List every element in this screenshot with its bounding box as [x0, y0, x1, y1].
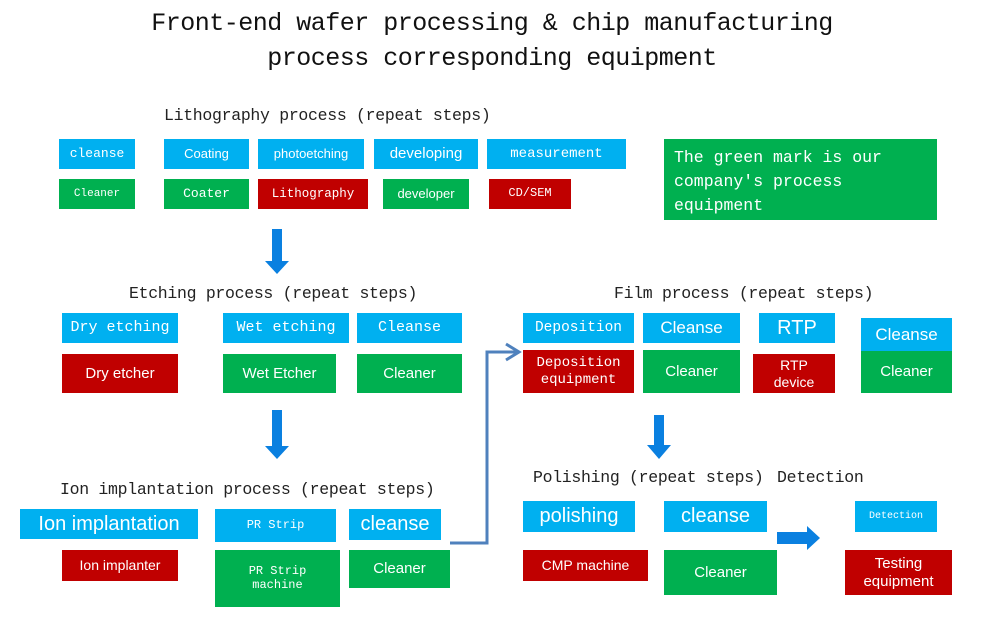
down-arrow-film-to-polishing [647, 415, 671, 459]
detection-equipment-testing-equipment: Testing equipment [845, 550, 952, 595]
film-step-rtp: RTP [759, 313, 835, 343]
detection-step-detection: Detection [855, 501, 937, 532]
lithography-equipment-developer: developer [383, 179, 469, 209]
lithography-equipment-coater: Coater [164, 179, 249, 209]
film-equipment-deposition-equipment: Deposition equipment [523, 350, 634, 393]
film-step-cleanse: Cleanse [643, 313, 740, 343]
etching-equipment-cleaner: Cleaner [357, 354, 462, 393]
film-equipment-rtp-device: RTP device [753, 354, 835, 393]
ion-equipment-ion-implanter: Ion implanter [62, 550, 178, 581]
etching-step-wet-etching: Wet etching [223, 313, 349, 343]
ion-step-ion-implantation: Ion implantation [20, 509, 198, 539]
etching-step-dry-etching: Dry etching [62, 313, 178, 343]
ion-implantation-heading: Ion implantation process (repeat steps) [60, 480, 435, 499]
down-arrow-etching-to-ion [265, 410, 289, 459]
etching-equipment-wet-etcher: Wet Etcher [223, 354, 336, 393]
film-heading: Film process (repeat steps) [614, 284, 874, 303]
etching-heading: Etching process (repeat steps) [129, 284, 418, 303]
film-equipment-cleaner-2: Cleaner [861, 351, 952, 393]
lithography-step-coating: Coating [164, 139, 249, 169]
polishing-equipment-cmp-machine: CMP machine [523, 550, 648, 581]
lithography-equipment-cleaner: Cleaner [59, 179, 135, 209]
ion-equipment-pr-strip-machine: PR Strip machine [215, 550, 340, 607]
film-step-cleanse-2: Cleanse [861, 318, 952, 351]
lithography-equipment-lithography: Lithography [258, 179, 368, 209]
detection-heading: Detection [777, 468, 864, 487]
down-arrow-lithography-to-etching [265, 229, 289, 274]
lithography-heading: Lithography process (repeat steps) [164, 106, 491, 125]
diagram-title-line-1: Front-end wafer processing & chip manufa… [151, 9, 833, 38]
ion-step-cleanse: cleanse [349, 509, 441, 540]
polishing-step-cleanse: cleanse [664, 501, 767, 532]
lithography-equipment-cd-sem: CD/SEM [489, 179, 571, 209]
polishing-equipment-cleaner: Cleaner [664, 550, 777, 595]
diagram-title-line-2: process corresponding equipment [267, 44, 717, 73]
polishing-step-polishing: polishing [523, 501, 635, 532]
ion-equipment-cleaner: Cleaner [349, 550, 450, 588]
film-step-deposition: Deposition [523, 313, 634, 343]
polishing-heading: Polishing (repeat steps) [533, 468, 764, 487]
etching-step-cleanse: Cleanse [357, 313, 462, 343]
legend-note: The green mark is our company's process … [664, 139, 937, 220]
lithography-step-developing: developing [374, 139, 478, 169]
lithography-step-cleanse: cleanse [59, 139, 135, 169]
lithography-step-measurement: measurement [487, 139, 626, 169]
film-equipment-cleaner: Cleaner [643, 350, 740, 393]
right-arrow-polishing-to-detection [777, 526, 820, 550]
etching-equipment-dry-etcher: Dry etcher [62, 354, 178, 393]
ion-step-pr-strip: PR Strip [215, 509, 336, 542]
lithography-step-photoetching: photoetching [258, 139, 364, 169]
